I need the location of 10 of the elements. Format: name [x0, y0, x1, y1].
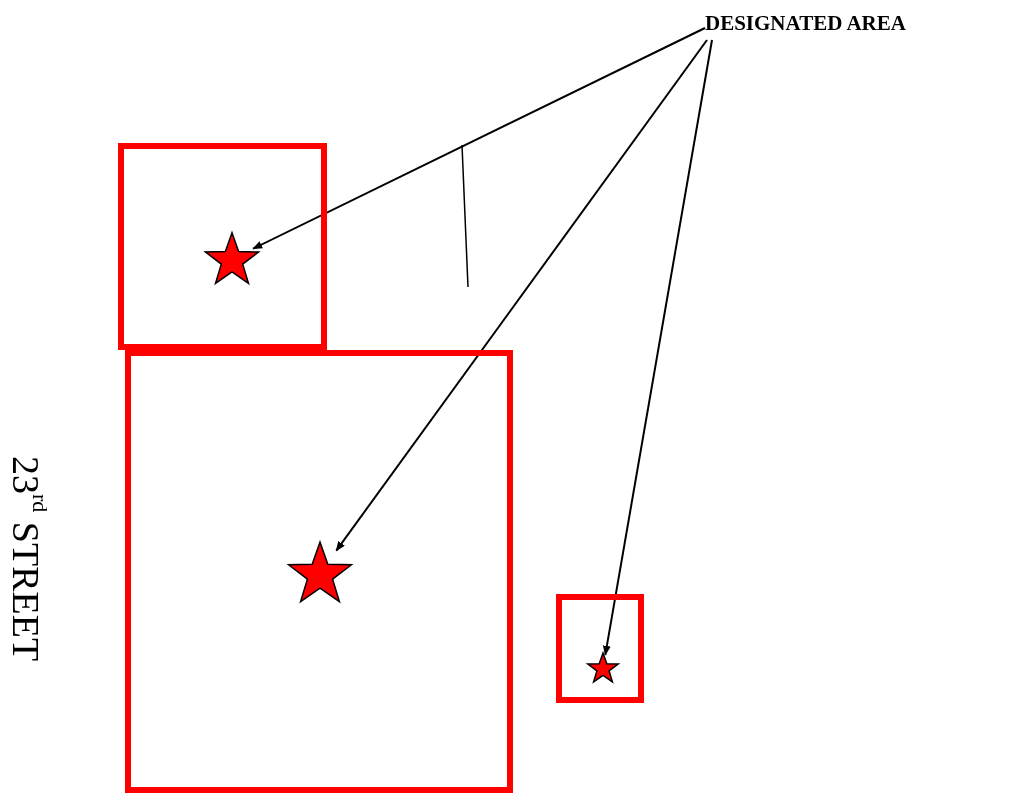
area-outline	[556, 594, 644, 703]
star-marker	[587, 652, 619, 684]
star-marker	[203, 231, 261, 287]
area-outline	[118, 143, 327, 350]
arrow	[602, 39, 713, 656]
callout-text: DESIGNATED AREA	[705, 6, 1017, 40]
star-marker	[284, 540, 356, 606]
arrow	[335, 39, 708, 552]
arrow	[252, 27, 706, 250]
area-outline	[125, 350, 513, 793]
